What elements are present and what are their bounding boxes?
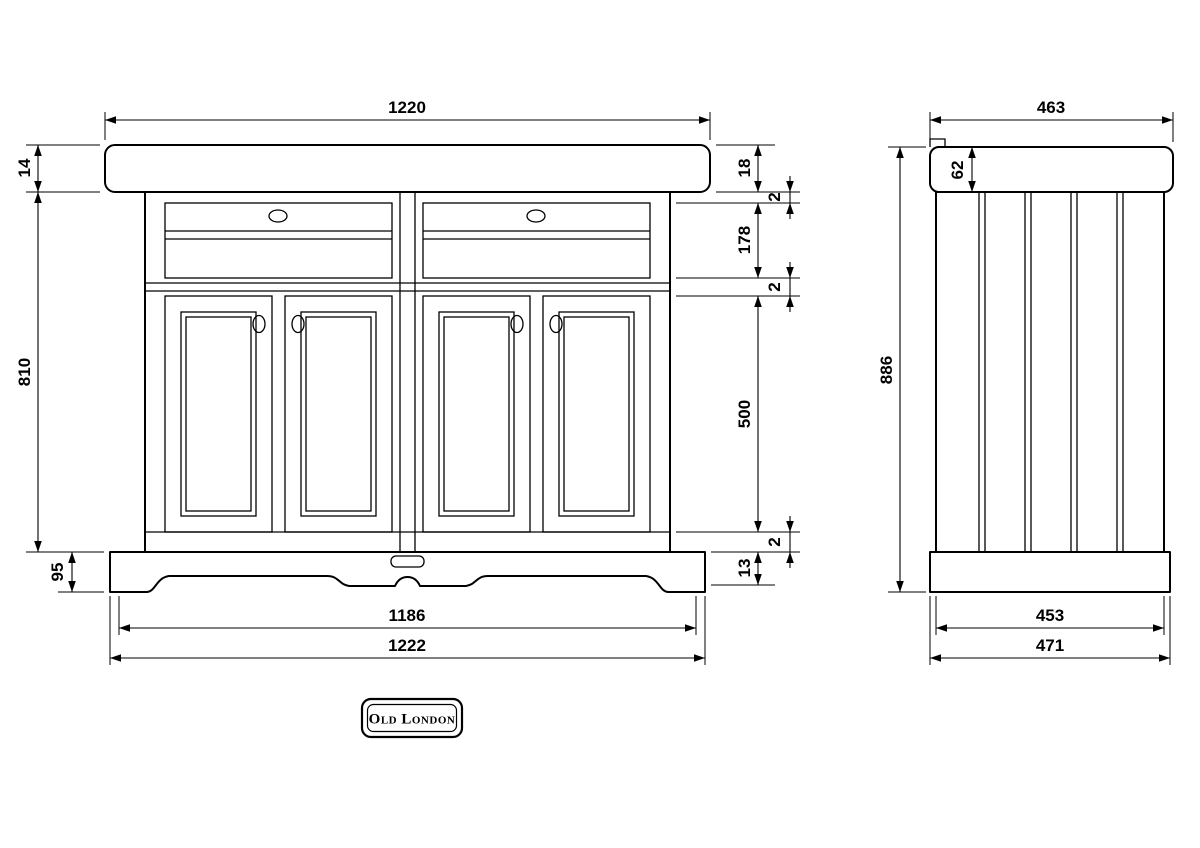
front-door-4 [542,295,651,533]
dim-front-plinth-height-label: 95 [48,563,67,582]
dim-side-depth-inner: 453 [935,596,1165,635]
door-panel-inner [185,316,252,512]
dim-front-counter-edge: 18 [716,144,800,193]
dim-front-counter-thickness: 14 [15,144,100,193]
dim-front-base-offset: 13 [711,552,775,586]
plinth-vent [390,555,425,568]
dim-front-gap-top: 2 [676,176,800,219]
badge-inner-border [366,703,458,733]
dim-front-counter-thickness-label: 14 [15,158,34,177]
side-plinth [929,551,1171,593]
door-handle [252,314,266,334]
side-upstand [929,138,946,147]
door-panel [558,311,635,517]
drawer-front [422,202,651,279]
dim-front-drawer-height-label: 178 [735,226,754,254]
dim-side-counter-height: 62 [948,146,990,192]
dim-front-width-overall: 1222 [109,596,706,665]
dim-front-plinth-height: 95 [48,552,104,593]
dim-front-base-offset-label: 13 [735,559,754,578]
dim-side-depth-top-label: 463 [1037,98,1065,117]
dim-front-drawer-height: 178 [676,203,800,279]
drawer-knob [526,209,546,223]
dim-side-depth-top: 463 [929,98,1174,142]
front-left-drawer [164,202,393,279]
dim-side-depth-inner-label: 453 [1036,606,1064,625]
front-door-1 [164,295,273,533]
brand-badge: Old London [360,697,464,739]
brand-badge-text: Old London [369,712,456,728]
door-panel-inner [305,316,372,512]
side-body [935,191,1165,553]
dim-front-gap-bottom: 2 [711,516,800,568]
front-plinth [109,551,706,593]
drawer-knob [268,209,288,223]
dim-front-door-height: 500 [676,296,800,533]
front-door-2 [284,295,393,533]
door-handle [549,314,563,334]
dim-front-gap-middle: 2 [676,262,800,312]
dim-front-width-overall-label: 1222 [388,636,426,655]
dim-front-width-top-label: 1220 [388,98,426,117]
door-panel-inner [443,316,510,512]
dim-front-body-height-label: 810 [15,358,34,386]
front-cabinet-body [144,191,671,553]
dim-side-depth-overall-label: 471 [1036,636,1064,655]
front-right-drawer [422,202,651,279]
front-door-3 [422,295,531,533]
dim-side-overall-height: 886 [877,146,926,593]
dim-front-door-height-label: 500 [735,400,754,428]
door-handle [510,314,524,334]
side-view [929,138,1174,593]
dim-front-counter-edge-label: 18 [735,159,754,178]
door-panel [300,311,377,517]
dim-side-depth-overall: 471 [929,596,1171,665]
dim-front-gap-bottom-label: 2 [765,537,784,546]
dim-front-gap-middle-label: 2 [765,282,784,291]
front-view [104,144,711,593]
dim-front-width-top: 1220 [104,98,711,140]
badge-outer-border [360,697,464,739]
dim-front-width-inner: 1186 [118,596,697,635]
dim-front-body-height: 810 [15,192,104,553]
door-panel-inner [563,316,630,512]
front-countertop [104,144,711,193]
dim-side-overall-height-label: 886 [877,356,896,384]
dim-side-counter-height-label: 62 [948,161,967,180]
door-handle [291,314,305,334]
door-panel [438,311,515,517]
drawer-front [164,202,393,279]
dim-front-gap-top-label: 2 [765,192,784,201]
dim-front-width-inner-label: 1186 [389,606,426,625]
door-panel [180,311,257,517]
